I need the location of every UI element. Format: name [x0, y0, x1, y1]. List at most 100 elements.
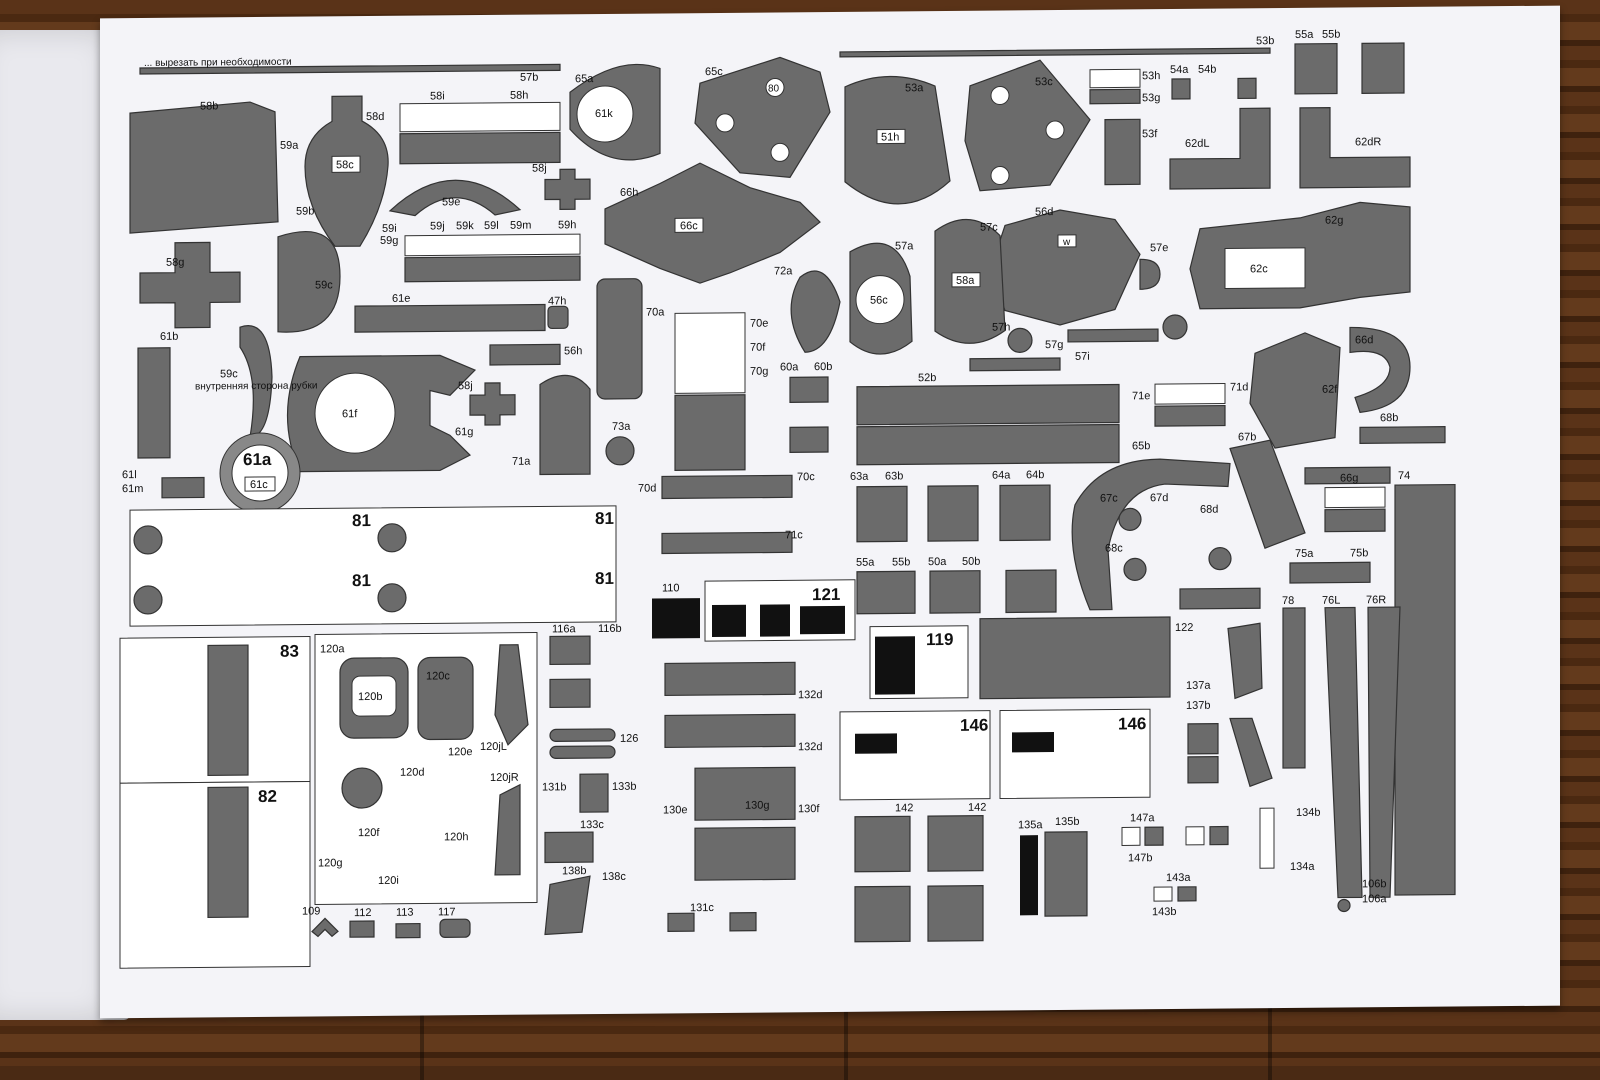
part-61k-hole [576, 85, 634, 143]
part-61f-hole [314, 372, 396, 454]
label-74: 74 [1398, 470, 1410, 482]
part-57g [1067, 328, 1159, 343]
part-58i [399, 101, 561, 133]
label-box-w1 [1057, 234, 1077, 248]
label-59c: 59c [315, 279, 333, 291]
label-53g: 53g [1142, 92, 1160, 104]
part-110 [652, 598, 700, 639]
label-70a: 70a [646, 306, 665, 318]
label-81-c: 81 [352, 571, 371, 590]
hole-80e [1045, 120, 1065, 140]
part-59e [388, 179, 522, 217]
part-71e [1154, 404, 1226, 427]
part-120jL [494, 644, 529, 746]
label-142-2: 142 [968, 802, 986, 814]
part-71a [539, 374, 591, 476]
label-131c: 131c [690, 902, 714, 914]
part-137b-2 [1187, 756, 1219, 784]
part-62dL [1169, 107, 1271, 190]
label-130g: 130g [745, 800, 769, 812]
hole-80a [765, 77, 785, 97]
part-54a-2 [1237, 77, 1257, 100]
part-71d [1154, 383, 1226, 405]
label-110: 110 [662, 582, 680, 594]
part-58h [399, 131, 561, 165]
part-131c-2 [729, 912, 757, 932]
part-71c [661, 531, 793, 555]
label-59b: 59b [296, 206, 314, 218]
part-70g-back [674, 394, 746, 471]
label-72a: 72a [774, 265, 793, 277]
label-65a: 65a [575, 73, 594, 85]
label-116a: 116a [552, 623, 577, 635]
label-120e: 120e [448, 746, 472, 758]
label-59a: 59a [280, 140, 299, 152]
part-135a [1020, 835, 1038, 916]
part-66c [604, 162, 821, 284]
part-117 [439, 918, 471, 938]
part-53b [839, 47, 1271, 58]
part-82-main [207, 786, 249, 919]
part-137b-3 [1229, 717, 1273, 788]
label-62c: 62c [1250, 263, 1268, 275]
label-120i: 120i [378, 875, 399, 887]
label-71c: 71c [785, 529, 803, 541]
label-133b: 133b [612, 781, 636, 793]
label-56d: 56d [1035, 206, 1053, 218]
part-72a [790, 270, 841, 353]
label-61l: 61l [122, 469, 137, 481]
part-58j [544, 168, 591, 210]
part-146a-black-2 [1012, 732, 1054, 753]
part-66d [1349, 326, 1411, 414]
part-65b [1071, 458, 1231, 611]
part-56h [489, 343, 561, 366]
label-75b: 75b [1350, 547, 1368, 559]
label-131b: 131b [542, 781, 566, 793]
part-142-2 [927, 815, 984, 872]
label-76R: 76R [1366, 594, 1386, 606]
label-130e: 130e [663, 804, 687, 816]
part-83-main [207, 644, 249, 777]
label-143b: 143b [1152, 906, 1176, 918]
label-135a: 135a [1018, 819, 1043, 831]
label-57a-2: 57a [895, 240, 914, 252]
part-137b-1 [1187, 723, 1219, 755]
label-119: 119 [926, 630, 953, 649]
panel-146-b [999, 708, 1151, 800]
label-53b: 53b [1256, 35, 1274, 47]
label-47h: 47h [548, 295, 566, 307]
label-120h: 120h [444, 831, 468, 843]
part-52b-top [856, 383, 1120, 426]
label-55b-2: 55b [892, 556, 910, 568]
part-133c [544, 831, 594, 864]
label-116b: 116b [598, 623, 622, 635]
label-57i: 57i [1075, 351, 1090, 363]
part-58j-2 [469, 382, 516, 426]
part-81-disc-1 [133, 525, 163, 555]
label-59e: 59e [442, 196, 460, 208]
label-61m: 61m [122, 483, 143, 495]
label-61k: 61k [595, 108, 613, 120]
label-62f: 62f [1322, 384, 1338, 396]
label-83: 83 [280, 642, 299, 661]
label-63b: 63b [885, 470, 903, 482]
label-120g: 120g [318, 857, 342, 869]
part-119a [875, 636, 915, 695]
part-50a-2 [1005, 569, 1057, 614]
part-120b-window [351, 675, 397, 717]
part-47h [547, 305, 569, 330]
part-53h [1089, 68, 1141, 89]
part-81-disc-4 [377, 583, 407, 613]
label-80a: 80 [768, 83, 780, 94]
label-52b: 52b [918, 372, 936, 384]
label-58g: 58g [166, 257, 184, 269]
label-113: 113 [396, 907, 414, 919]
part-75a-75b-1 [1289, 561, 1371, 584]
cutout-sheet: ... вырезать при необходимости 57b 53b 5… [100, 5, 1560, 1019]
part-55a-1 [1294, 42, 1338, 95]
label-53c: 53c [1035, 76, 1053, 88]
part-61b [137, 347, 171, 459]
part-147b-2 [1209, 825, 1229, 846]
label-120d: 120d [400, 767, 424, 779]
hole-80b [715, 113, 735, 133]
